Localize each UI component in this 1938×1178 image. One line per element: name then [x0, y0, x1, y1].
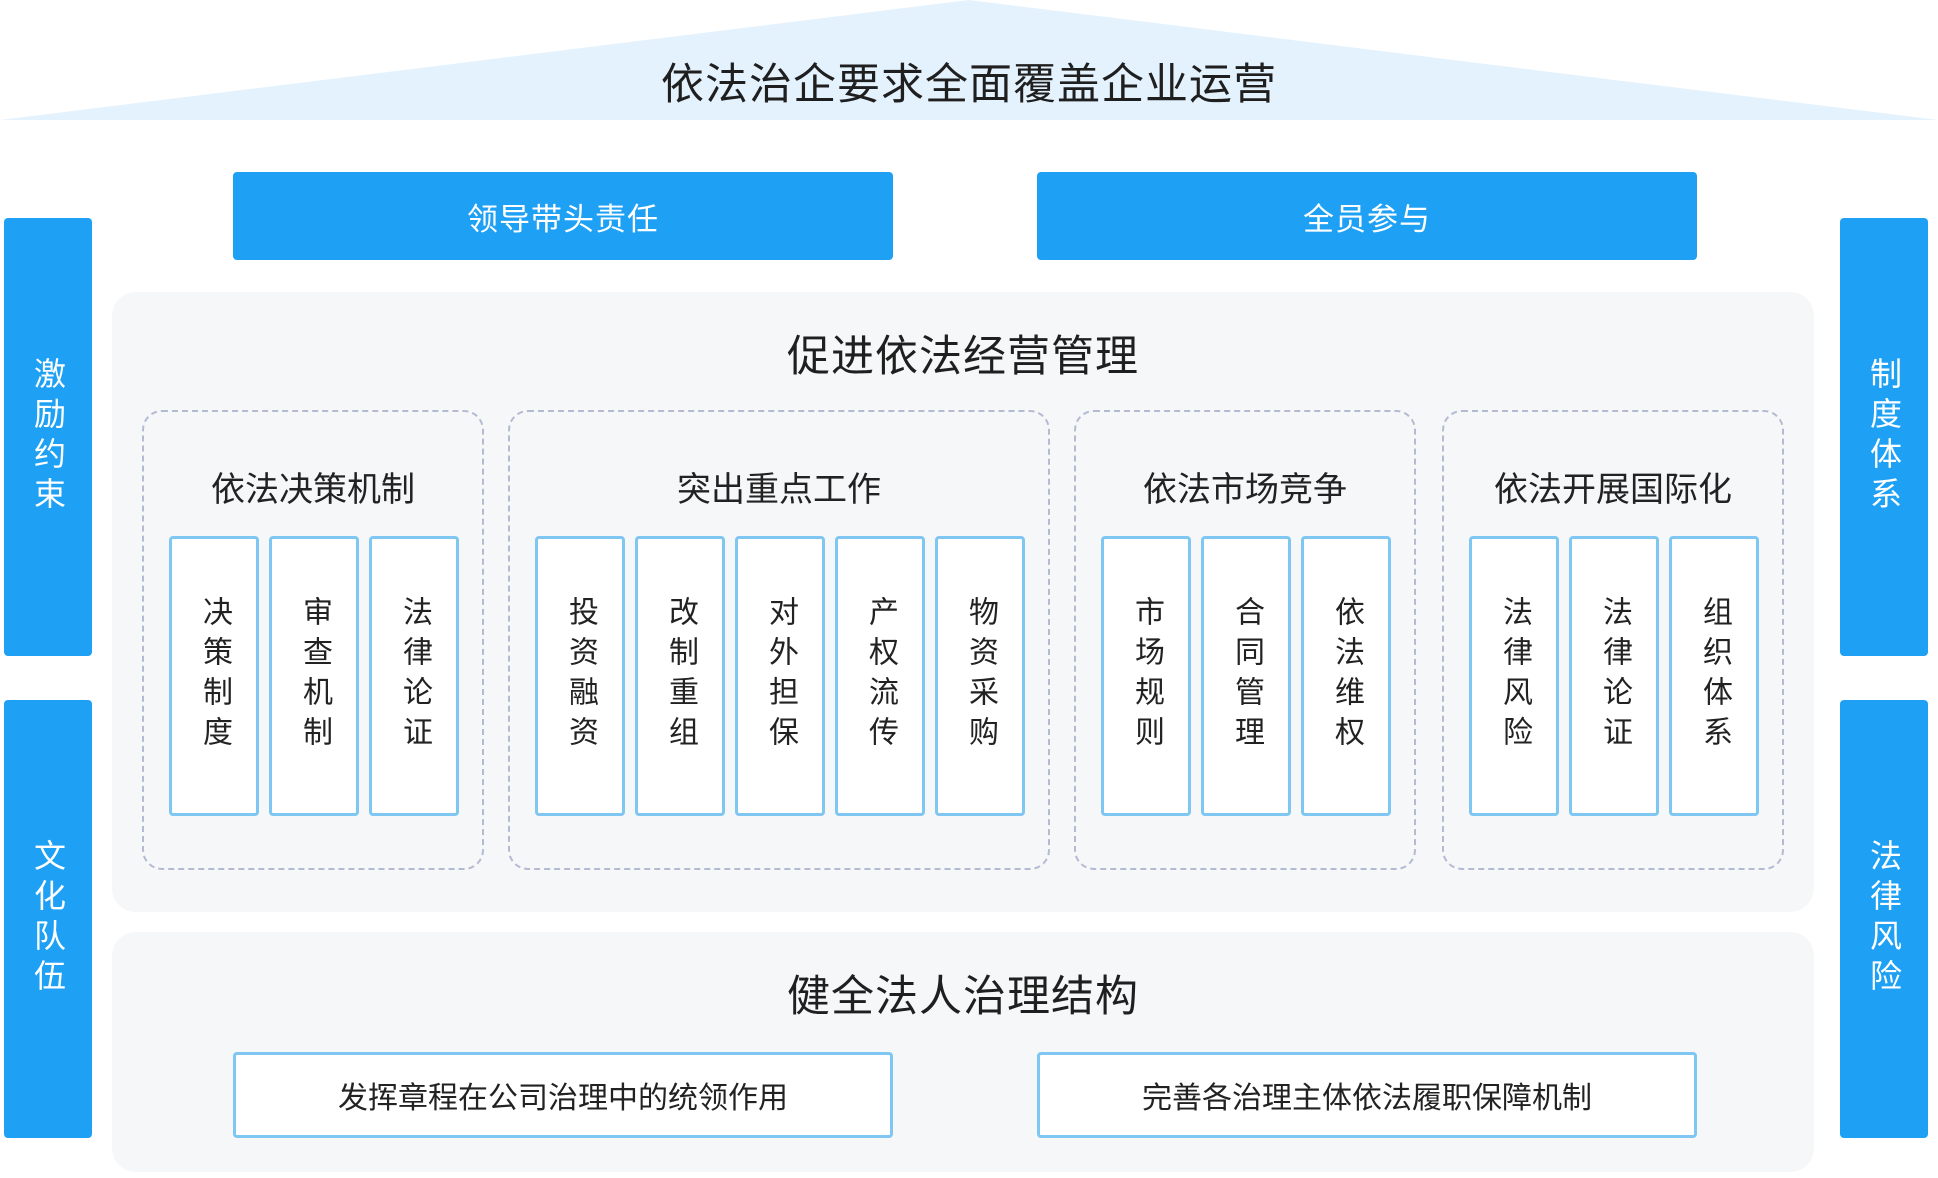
middle-panel-title: 促进依法经营管理: [787, 332, 1139, 382]
pillar-left-top-label: 激励约束: [29, 357, 67, 517]
pillar-right-top: 制度体系: [1840, 218, 1928, 656]
item-label: 市场规则: [1129, 596, 1164, 756]
group-title: 依法市场竞争: [1143, 470, 1347, 510]
item-box: 投资融资: [535, 536, 625, 816]
item-box: 改制重组: [635, 536, 725, 816]
item-box: 决策制度: [169, 536, 259, 816]
pillar-right-bottom: 法律风险: [1840, 700, 1928, 1138]
group-title: 依法开展国际化: [1494, 470, 1732, 510]
item-box: 产权流传: [835, 536, 925, 816]
item-label: 法律论证: [397, 596, 432, 756]
top-bar-all-staff: 全员参与: [1037, 172, 1697, 260]
pillar-left-top: 激励约束: [4, 218, 92, 656]
item-label: 审查机制: [297, 596, 332, 756]
item-label: 法律风险: [1497, 596, 1532, 756]
group-title: 突出重点工作: [677, 470, 881, 510]
item-box: 组织体系: [1669, 536, 1759, 816]
item-label: 投资融资: [563, 596, 598, 756]
bottom-box-governance: 完善各治理主体依法履职保障机制: [1037, 1052, 1697, 1138]
item-label: 组织体系: [1697, 596, 1732, 756]
pillar-right-top-label: 制度体系: [1865, 357, 1903, 517]
item-box: 法律论证: [369, 536, 459, 816]
group-market: 依法市场竞争: [1074, 410, 1416, 870]
item-label: 物资采购: [963, 596, 998, 756]
item-label: 合同管理: [1229, 596, 1264, 756]
group-international: 依法开展国际化: [1442, 410, 1784, 870]
item-box: 审查机制: [269, 536, 359, 816]
bottom-panel-title: 健全法人治理结构: [787, 972, 1139, 1022]
pillar-left-bottom: 文化队伍: [4, 700, 92, 1138]
group-key-work: 突出重点工作: [508, 410, 1050, 870]
item-label: 依法维权: [1329, 596, 1364, 756]
pillar-left-bottom-label: 文化队伍: [29, 839, 67, 999]
item-label: 法律论证: [1597, 596, 1632, 756]
item-label: 产权流传: [863, 596, 898, 756]
item-box: 市场规则: [1101, 536, 1191, 816]
item-box: 依法维权: [1301, 536, 1391, 816]
top-bar-leadership: 领导带头责任: [233, 172, 893, 260]
roof-shape: [0, 0, 1938, 120]
roof: [0, 0, 1938, 122]
item-box: 法律论证: [1569, 536, 1659, 816]
item-box: 物资采购: [935, 536, 1025, 816]
group-decision: 依法决策机制: [142, 410, 484, 870]
item-label: 对外担保: [763, 596, 798, 756]
item-box: 合同管理: [1201, 536, 1291, 816]
group-title: 依法决策机制: [211, 470, 415, 510]
roof-title: 依法治企要求全面覆盖企业运营: [661, 60, 1277, 110]
item-label: 改制重组: [663, 596, 698, 756]
item-box: 对外担保: [735, 536, 825, 816]
item-label: 决策制度: [197, 596, 232, 756]
item-box: 法律风险: [1469, 536, 1559, 816]
bottom-box-charter: 发挥章程在公司治理中的统领作用: [233, 1052, 893, 1138]
pillar-right-bottom-label: 法律风险: [1865, 839, 1903, 999]
